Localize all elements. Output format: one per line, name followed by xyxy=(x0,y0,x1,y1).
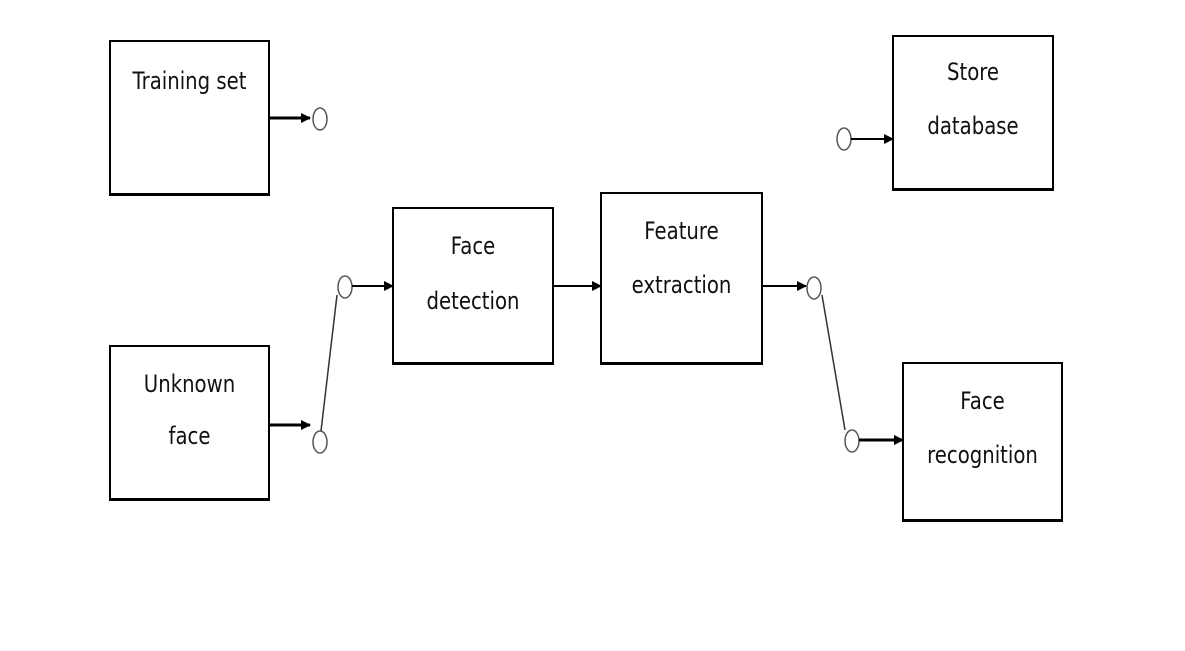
node-label: Training set xyxy=(132,67,247,95)
switch-terminal-unknown xyxy=(312,430,328,454)
input-switch-pivot xyxy=(337,275,353,299)
input-switch-lever xyxy=(320,294,338,432)
node-label-line2: recognition xyxy=(927,441,1038,469)
output-switch-lever xyxy=(821,294,846,431)
node-face-recognition: Face recognition xyxy=(902,362,1063,522)
node-label-line1: Face xyxy=(450,232,496,260)
node-label-line1: Unknown xyxy=(143,370,236,398)
node-label-line2: detection xyxy=(426,287,520,315)
node-face-detection: Face detection xyxy=(392,207,554,365)
node-label-line1: Face xyxy=(960,387,1005,415)
node-unknown-face: Unknown face xyxy=(109,345,270,501)
switch-terminal-training xyxy=(312,107,328,131)
switch-terminal-recognition xyxy=(844,429,860,453)
node-training-set: Training set xyxy=(109,40,270,196)
node-label-line1: Feature xyxy=(644,217,719,245)
output-switch-pivot xyxy=(806,276,822,300)
node-store-database: Store database xyxy=(892,35,1054,191)
node-label-line2: database xyxy=(927,112,1019,140)
switch-terminal-store xyxy=(836,127,852,151)
node-feature-extraction: Feature extraction xyxy=(600,192,763,365)
node-label-line1: Store xyxy=(946,58,1000,86)
node-label-line2: face xyxy=(168,422,211,450)
node-label-line2: extraction xyxy=(631,271,732,299)
